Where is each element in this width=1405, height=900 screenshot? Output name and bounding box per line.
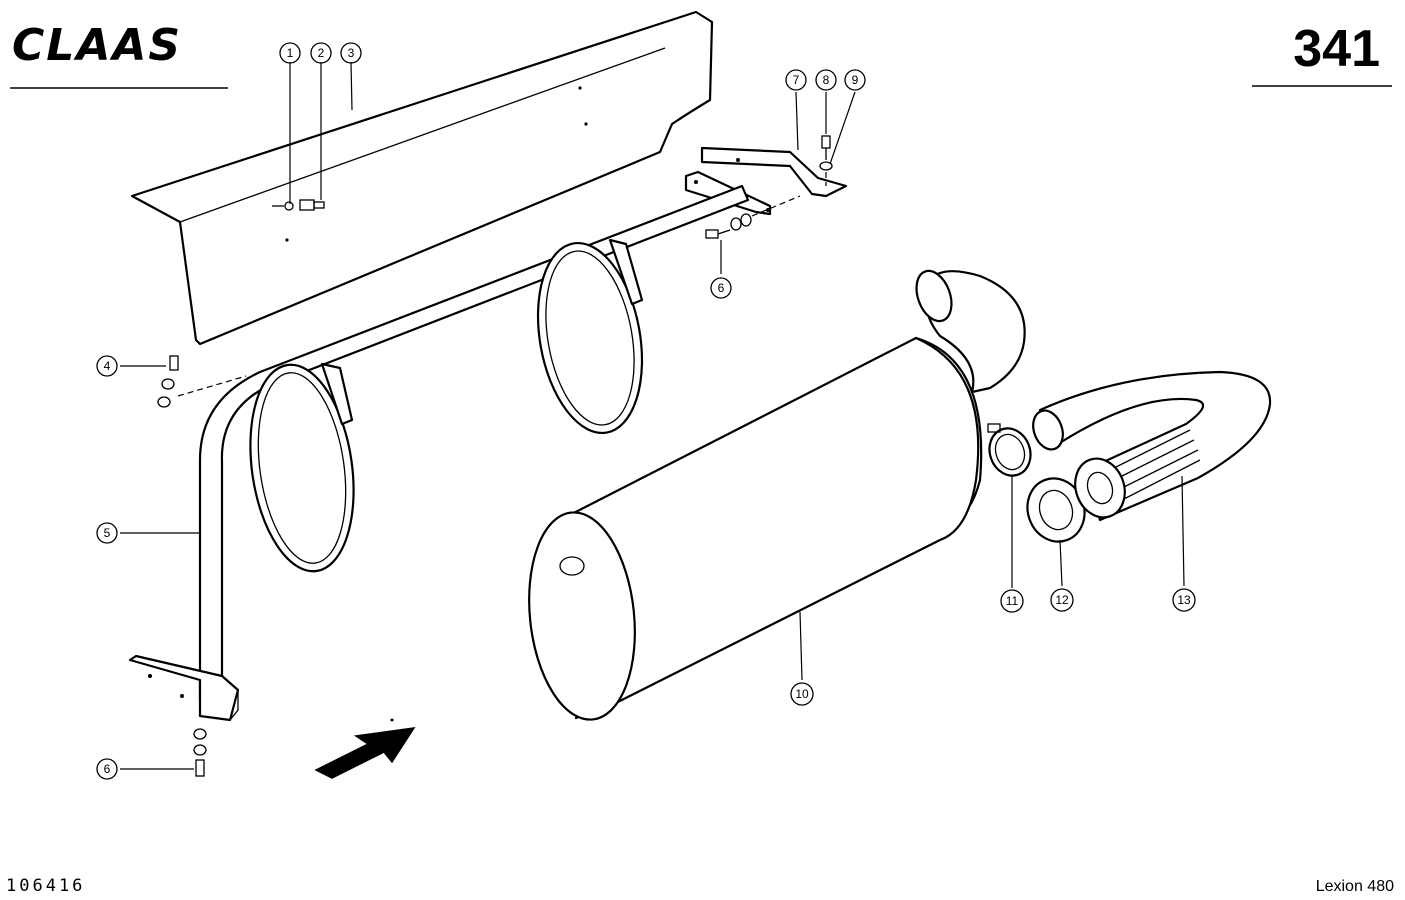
svg-text:11: 11 (1006, 594, 1019, 608)
callout-9: 9 (844, 69, 866, 91)
svg-text:5: 5 (104, 526, 111, 540)
callout-6-lower: 6 (96, 758, 118, 780)
svg-text:6: 6 (718, 281, 725, 295)
arrow-marker-dot (390, 718, 394, 722)
part-6-lower-bolt (193, 728, 207, 777)
callout-3: 3 (340, 42, 362, 64)
svg-text:13: 13 (1177, 593, 1191, 607)
part-13-exhaust-pipe (1032, 370, 1272, 522)
part-5-frame-tube (128, 184, 750, 722)
callout-6-upper: 6 (710, 277, 732, 299)
document-number: 106416 (6, 876, 85, 896)
svg-text:6: 6 (104, 762, 111, 776)
callout-5: 5 (96, 522, 118, 544)
direction-arrow (314, 727, 416, 779)
callout-13: 13 (1172, 588, 1196, 612)
page-number: 341 (1293, 20, 1380, 78)
svg-text:8: 8 (823, 73, 830, 87)
brand-logo: CLAAS (12, 20, 182, 71)
part-3-cover-panel (130, 10, 714, 346)
svg-text:1: 1 (287, 46, 294, 60)
callout-10: 10 (790, 682, 814, 706)
part-6-upper-bolt (705, 195, 801, 239)
callout-7: 7 (785, 69, 807, 91)
svg-text:2: 2 (318, 46, 325, 60)
part-1-2-fastener (272, 199, 325, 211)
strap-clamp-left (249, 362, 355, 573)
svg-text:3: 3 (348, 46, 355, 60)
corrugated-section (1109, 429, 1201, 501)
callout-11: 11 (1000, 589, 1024, 613)
svg-text:4: 4 (104, 359, 111, 373)
callout-12: 12 (1050, 588, 1074, 612)
callout-8: 8 (815, 69, 837, 91)
svg-text:7: 7 (793, 73, 800, 87)
part-10-muffler (528, 269, 1026, 721)
strap-clamp-right (536, 238, 644, 435)
model-name: Lexion 480 (1316, 878, 1394, 895)
part-12-gasket (1026, 477, 1086, 543)
part-4-bolt (157, 355, 247, 408)
part-11-hose-clamp (987, 423, 1032, 477)
svg-text:9: 9 (852, 73, 859, 87)
svg-text:CLAAS: CLAAS (12, 20, 182, 71)
svg-text:10: 10 (795, 687, 809, 701)
svg-text:12: 12 (1055, 593, 1069, 607)
callout-1: 1 (279, 42, 301, 64)
leader-lines (120, 61, 1185, 770)
callout-4: 4 (96, 355, 118, 377)
part-8-9-bolt (819, 135, 833, 186)
callout-2: 2 (310, 42, 332, 64)
